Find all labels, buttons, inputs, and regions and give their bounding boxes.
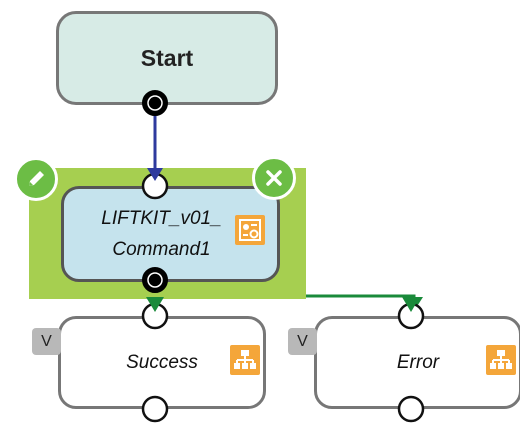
success-version-badge[interactable]: V [32,328,61,355]
delete-button[interactable] [252,156,296,200]
connector-arrowhead [146,297,164,312]
close-icon [266,170,282,186]
org-chart-icon [230,345,260,375]
success-output-port[interactable] [141,395,169,423]
org-chart-icon [486,345,516,375]
error-version-badge[interactable]: V [288,328,317,355]
error-node-label: Error [396,351,440,373]
connector-arrowhead [402,297,420,312]
error-output-port[interactable] [397,395,425,423]
command-output-port[interactable] [142,267,168,293]
success-node-label: Success [126,351,198,373]
port-ring [147,95,163,111]
start-node-label: Start [140,44,194,71]
port-ring [147,272,163,288]
start-output-port[interactable] [142,90,168,116]
connector-arrowhead [147,168,163,181]
command-node-label-line1: LIFTKIT_v01_ [101,208,222,229]
settings-panel-icon [235,215,265,245]
pencil-icon [29,171,44,186]
edit-button[interactable] [14,157,58,201]
command-node-label-line2: Command1 [112,239,211,260]
